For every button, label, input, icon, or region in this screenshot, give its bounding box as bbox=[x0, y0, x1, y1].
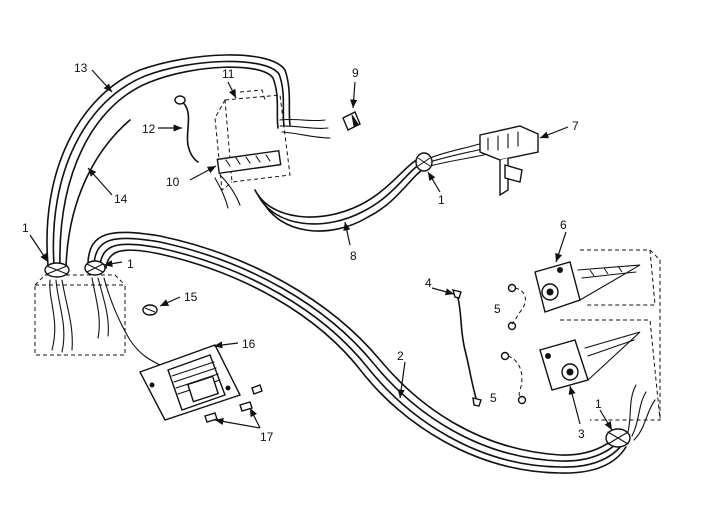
callout-11: 11 bbox=[222, 67, 235, 81]
callout-1-left-b: 1 bbox=[127, 257, 134, 271]
callout-7: 7 bbox=[572, 119, 579, 133]
callout-labels: 13 14 1 1 11 12 10 9 7 1 8 15 16 17 4 2 … bbox=[22, 61, 602, 444]
callout-1-center: 1 bbox=[438, 193, 445, 207]
callout-10: 10 bbox=[166, 175, 180, 189]
part-9-connector bbox=[342, 111, 361, 131]
callout-12: 12 bbox=[142, 122, 156, 136]
callout-17: 17 bbox=[260, 430, 274, 444]
part-16-transformer bbox=[139, 344, 241, 421]
part-15-screw bbox=[142, 304, 158, 316]
callout-2: 2 bbox=[397, 349, 404, 363]
callout-1-left: 1 bbox=[22, 221, 29, 235]
leaders bbox=[29, 69, 613, 431]
clamp-right bbox=[605, 384, 656, 448]
part-12-lead bbox=[174, 95, 199, 163]
callout-9: 9 bbox=[352, 66, 359, 80]
part-6-socket bbox=[534, 261, 641, 313]
callout-3: 3 bbox=[578, 427, 585, 441]
harness-8 bbox=[254, 139, 497, 232]
callout-5-upper: 5 bbox=[494, 302, 501, 316]
left-box bbox=[34, 260, 161, 366]
harness-13-14 bbox=[46, 54, 291, 269]
right-box bbox=[560, 249, 661, 421]
callout-6: 6 bbox=[560, 218, 567, 232]
part-4-lead bbox=[451, 289, 482, 407]
part-3-socket bbox=[539, 331, 641, 391]
part-5-screws bbox=[500, 283, 527, 405]
callout-8: 8 bbox=[350, 249, 357, 263]
callout-5-lower: 5 bbox=[490, 391, 497, 405]
part-7-switch bbox=[479, 125, 539, 197]
callout-13: 13 bbox=[74, 61, 88, 75]
callout-14: 14 bbox=[114, 192, 128, 206]
callout-16: 16 bbox=[242, 337, 256, 351]
callout-15: 15 bbox=[184, 290, 198, 304]
callout-4: 4 bbox=[425, 276, 432, 290]
harness-2 bbox=[87, 231, 627, 474]
box-11 bbox=[214, 89, 331, 209]
callout-1-right: 1 bbox=[595, 397, 602, 411]
